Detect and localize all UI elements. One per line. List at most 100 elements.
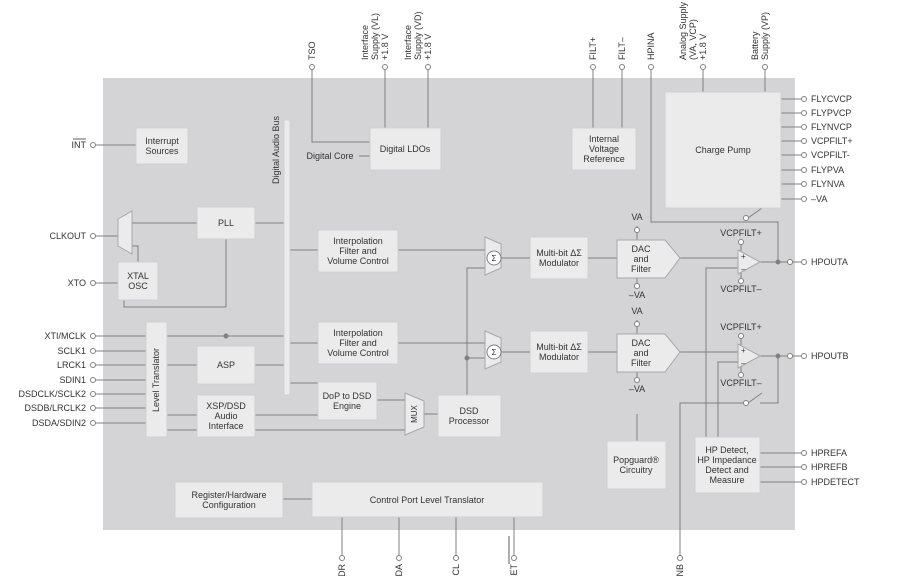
pin-hprefa: HPREFA [811,448,847,458]
pin-flynva: FLYNVA [811,179,845,189]
amp-b: + – [737,343,762,369]
level-translator-label: Level Translator [151,348,161,412]
svg-text:Charge Pump: Charge Pump [695,145,751,155]
clkout-mux [117,210,133,255]
svg-text:ASP: ASP [217,360,235,370]
digital-core-label: Digital Core [306,151,353,161]
mux-block: MUX [404,392,425,436]
control-port-block: Control Port Level Translator [311,481,544,518]
pin-dsda: DSDA/SDIN2 [32,418,86,428]
svg-text:+: + [741,252,746,261]
charge-pump-block: Charge Pump [664,91,782,209]
svg-text:Control Port Level Translator: Control Port Level Translator [370,495,485,505]
pin-sdin1: SDIN1 [59,375,86,385]
asp-block: ASP [196,345,256,385]
pin-vp: BatterySupply (VP) [750,12,770,60]
svg-text:INT: INT [72,140,87,150]
dac-a-va-label: VA [631,212,642,222]
pin-flynvcp: FLYNVCP [811,122,852,132]
dac-a-nva-label: –VA [629,290,645,300]
svg-text:–: – [741,265,746,274]
wires [93,67,802,556]
pin-flypvcp: FLYPVCP [811,108,851,118]
pin-lrck1: LRCK1 [57,360,86,370]
pin-hprefb: HPREFB [811,462,848,472]
pin-dsdclk: DSDCLK/SCLK2 [18,389,86,399]
amp-a: + – [737,249,762,275]
svg-text:Σ: Σ [492,348,497,357]
pin-sclk1: SCLK1 [57,346,86,356]
sum-node-a: Σ [486,250,502,266]
pin-vcpfilt-plus: VCPFILT+ [811,136,853,146]
pin-hpoutb: HPOUTB [811,351,849,361]
mux-label: MUX [410,404,419,422]
dac-b-nva-label: –VA [629,384,645,394]
pin-hpina: HPINA [646,32,656,60]
pin-hpinb: HPINB [675,564,685,576]
pin-va: Analog Supply(VA, VCP)+1.8 V [678,1,708,60]
pin-vl: InterfaceSupply (VL)+1.8 V [360,13,390,60]
amp-a-vcpp-label: VCPFILT+ [720,228,762,238]
switches [747,207,763,404]
pin-xto: XTO [68,278,86,288]
pin-flycvcp: FLYCVCP [811,94,852,104]
pin-hpouta: HPOUTA [811,257,848,267]
pin-filt-plus: FILT+ [588,37,598,60]
amp-b-vcpm-label: VCPFILT– [720,378,761,388]
svg-text:Digital LDOs: Digital LDOs [380,144,431,154]
pin-hpdetect: HPDETECT [811,477,860,487]
pin-xti-mclk: XTI/MCLK [44,331,86,341]
svg-text:+: + [741,346,746,355]
popguard-block: Popguard®Circuitry [606,440,667,490]
svg-text:Popguard®Circuitry: Popguard®Circuitry [613,455,659,475]
pin-vcpfilt-minus: VCPFILT- [811,150,850,160]
pin-adr: ADR [337,564,347,576]
pin-scl: SCL [451,564,461,576]
pin-neg-va: –VA [811,194,827,204]
dac-b-va-label: VA [631,306,642,316]
pin-int: INT [72,138,87,150]
pll-block: PLL [196,206,256,240]
pin-vd: InterfaceSupply (VD)+1.8 V [403,11,433,60]
svg-text:PLL: PLL [218,218,234,228]
digital-audio-bus-label: Digital Audio Bus [271,115,281,184]
svg-text:Σ: Σ [492,254,497,263]
digital-ldos-block: Digital LDOs [369,127,442,171]
level-translator-block: Level Translator [145,321,168,438]
pin-reset: RESET [508,536,519,576]
svg-text:RESET: RESET [509,564,519,576]
amp-b-vcpp-label: VCPFILT+ [720,322,762,332]
pin-flypva: FLYPVA [811,165,844,175]
pin-tso: TSO [307,41,317,60]
pin-sda: SDA [394,564,404,576]
digital-audio-bus: Digital Audio Bus [271,115,291,396]
amp-a-vcpm-label: VCPFILT– [720,284,761,294]
pin-clkout: CLKOUT [49,231,86,241]
